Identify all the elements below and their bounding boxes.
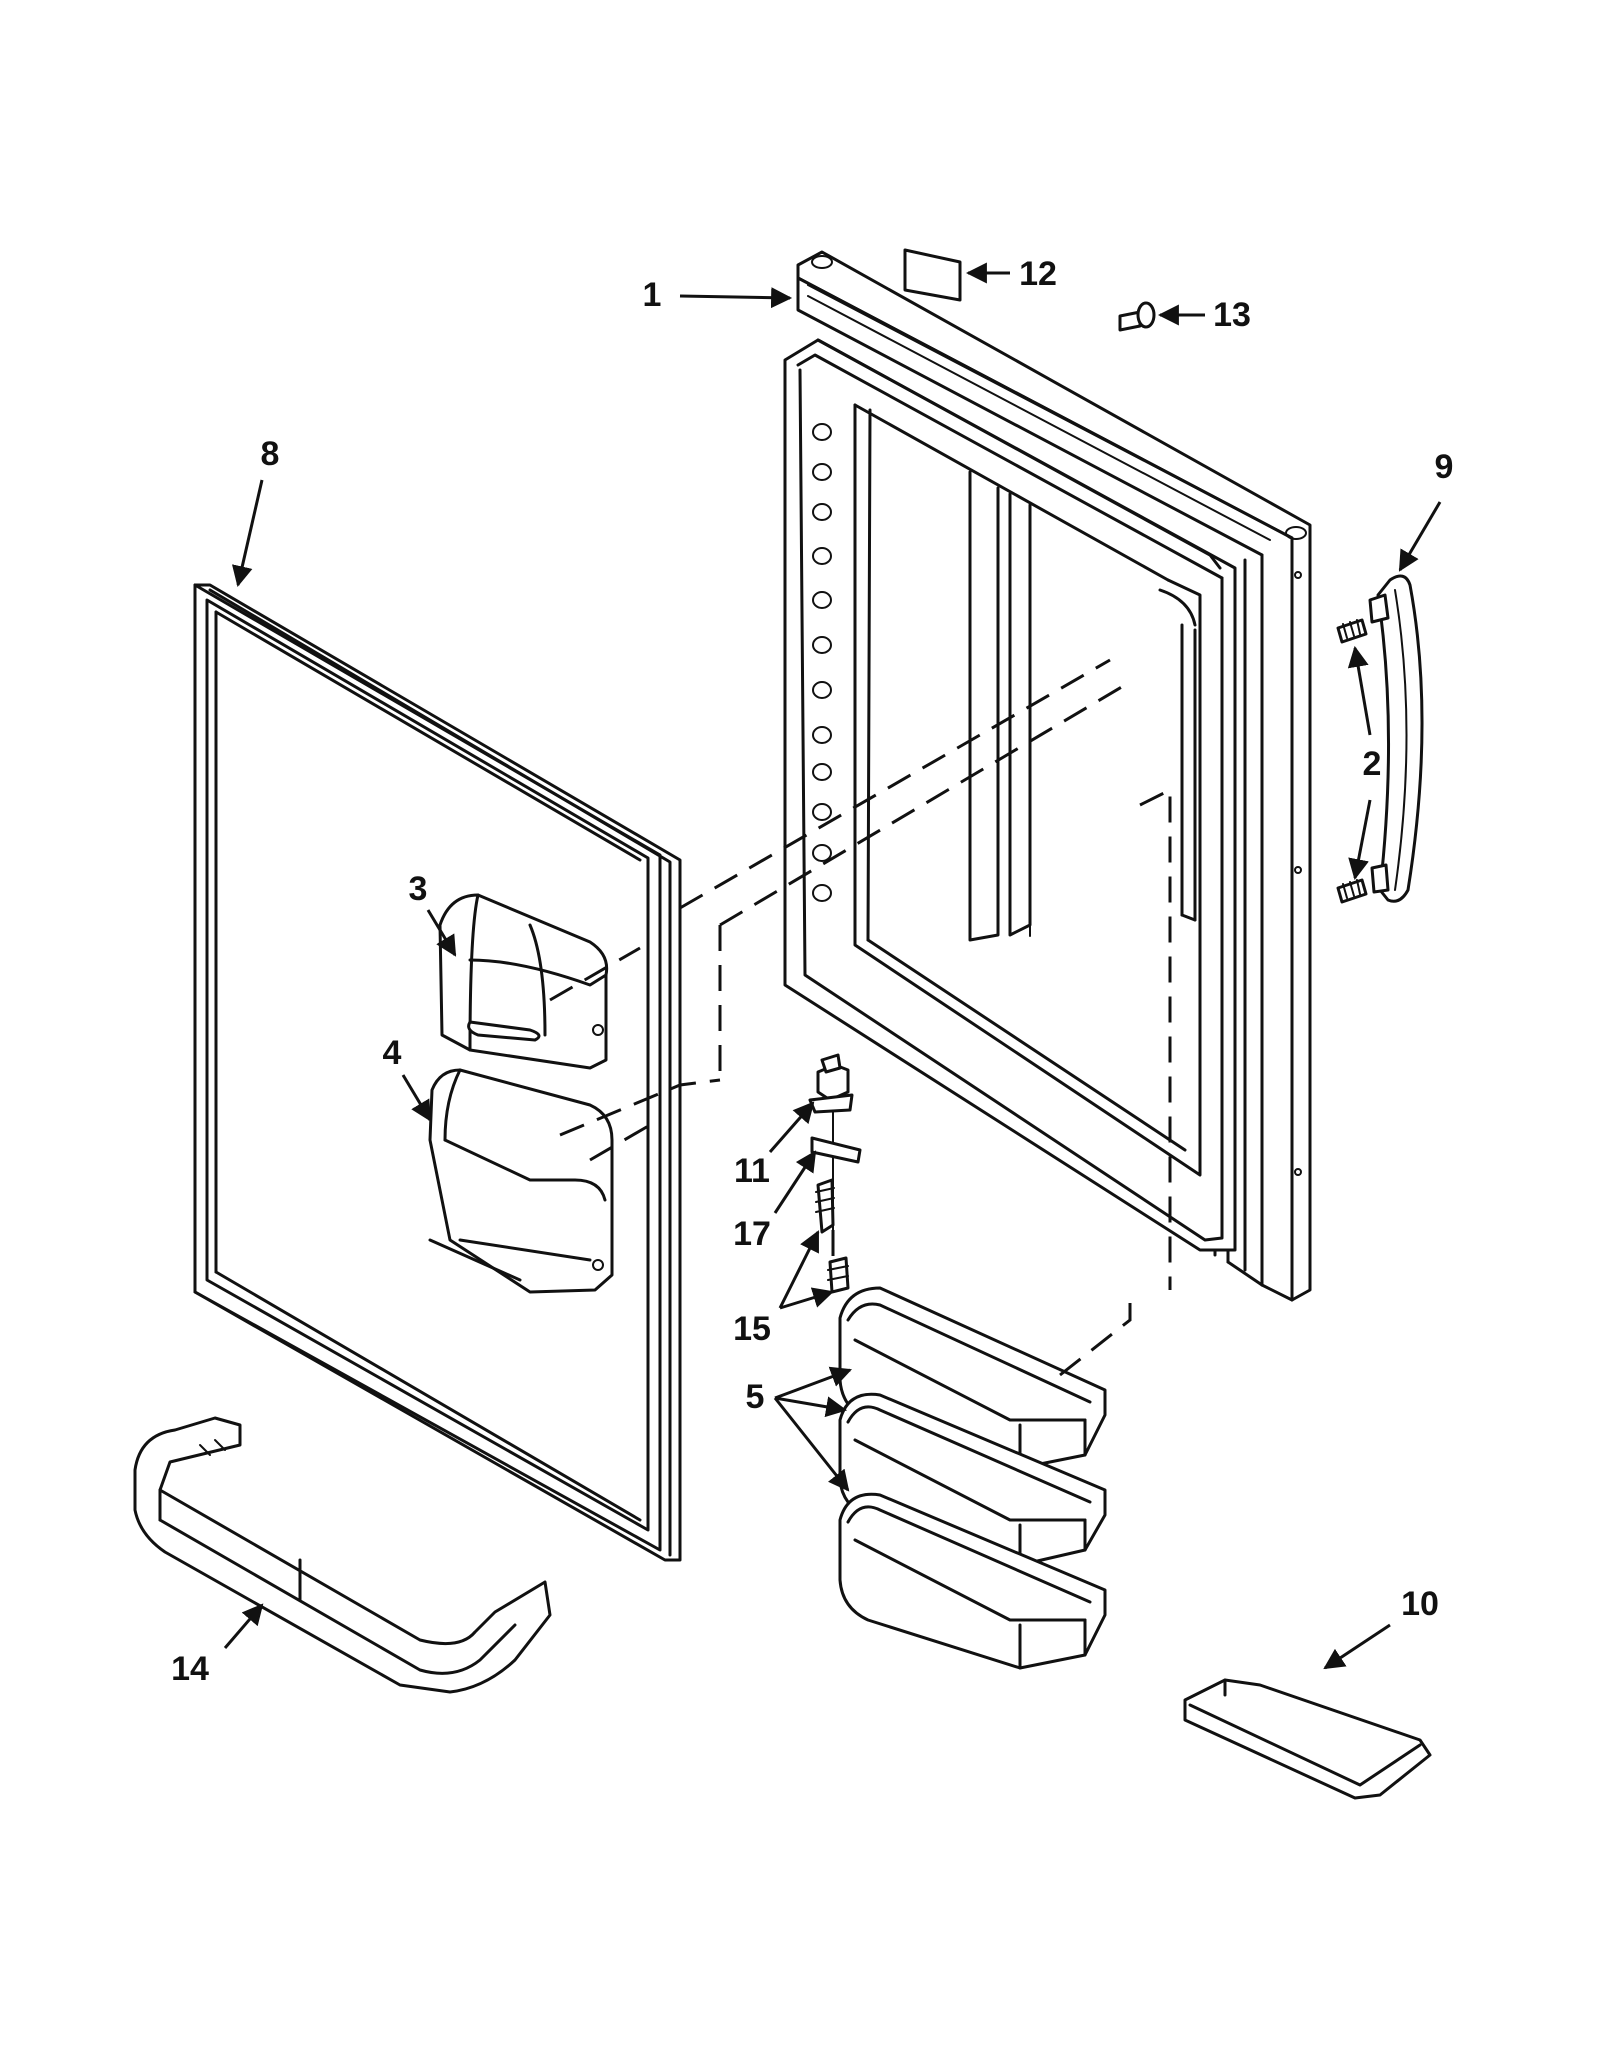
callout-12: 12 [1019, 255, 1057, 293]
shelf-pegs [812, 423, 832, 902]
label-part-12 [903, 248, 962, 302]
door-inner-liner [783, 338, 1237, 1252]
callout-2: 2 [1363, 745, 1382, 783]
callout-8: 8 [261, 435, 280, 473]
callout-5: 5 [746, 1378, 765, 1416]
callout-9: 9 [1435, 448, 1454, 486]
callout-4: 4 [383, 1034, 402, 1072]
callout-13: 13 [1213, 296, 1251, 334]
handle-screws-part-2 [1336, 618, 1368, 904]
callout-3: 3 [409, 870, 428, 908]
shelf-rail-part-14 [133, 1416, 552, 1694]
leader-lines [223, 262, 1442, 1670]
callout-labels: 1 12 13 8 9 2 3 4 11 17 15 5 14 10 [171, 255, 1453, 1688]
callout-10: 10 [1401, 1585, 1439, 1623]
callout-11: 11 [734, 1152, 770, 1190]
handle-part-9 [1368, 574, 1424, 903]
door-gasket-part-8 [193, 583, 682, 1562]
callout-14: 14 [171, 1650, 209, 1688]
screw-part-13 [1118, 301, 1156, 332]
callout-1: 1 [643, 276, 662, 314]
hinge-assembly [808, 1053, 862, 1294]
callout-17: 17 [733, 1215, 771, 1253]
dairy-door-part-3 [438, 893, 609, 1070]
callout-15: 15 [733, 1310, 771, 1348]
alignment-lines [549, 658, 1172, 1377]
tray-part-10 [1183, 1678, 1432, 1800]
door-bins-part-5 [838, 1286, 1107, 1670]
dairy-bin-part-4 [428, 1068, 614, 1294]
